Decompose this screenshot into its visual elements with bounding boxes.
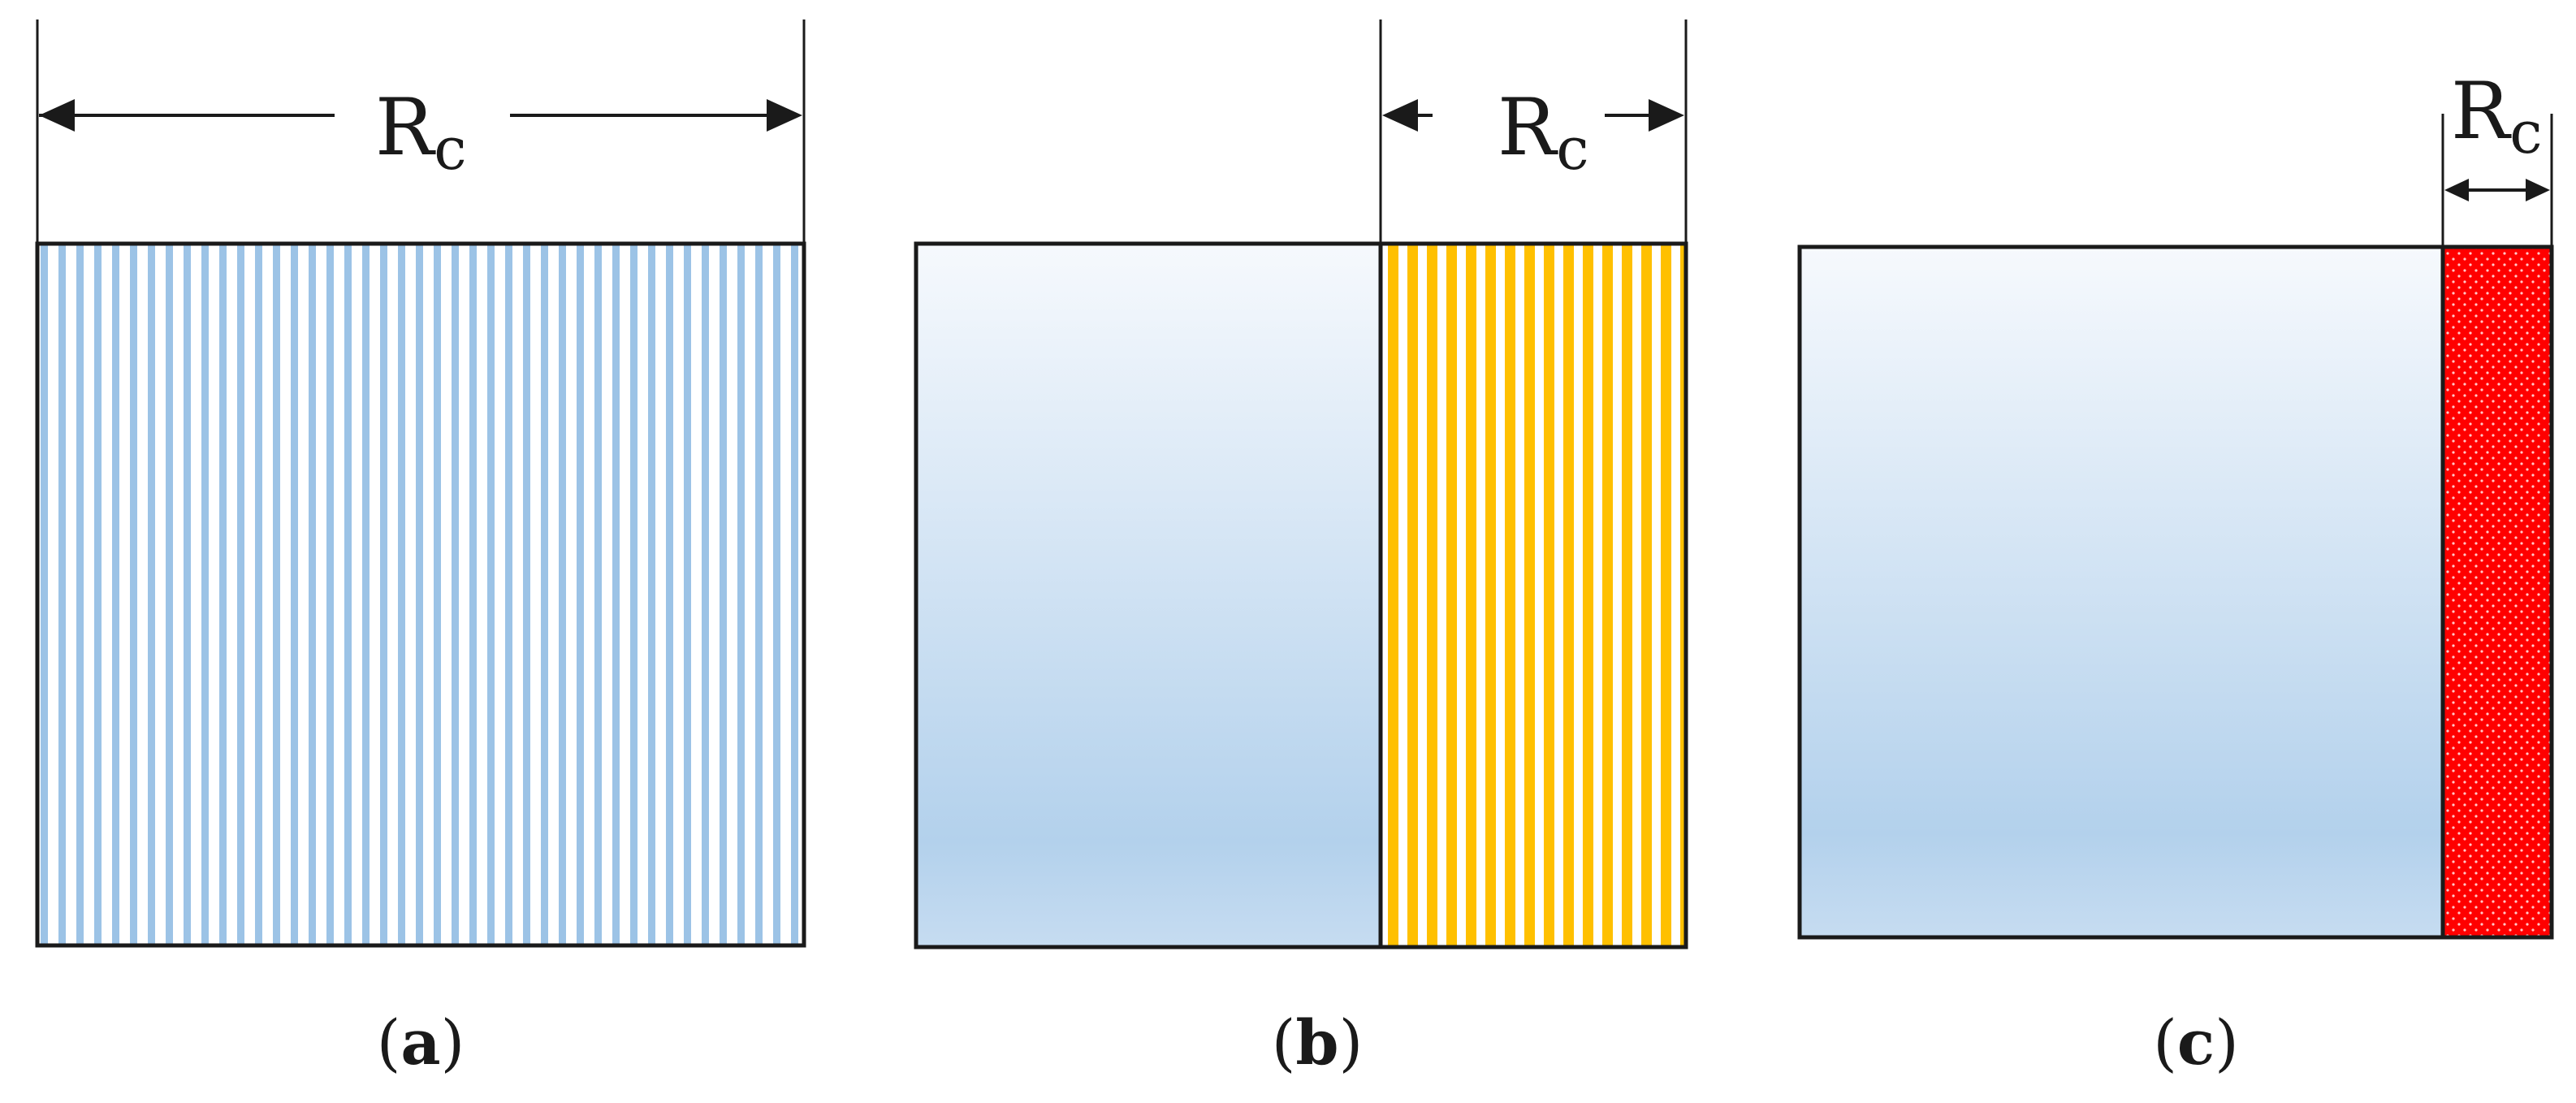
dotted-region <box>2443 247 2552 937</box>
arrowhead-left <box>2444 179 2469 201</box>
striped-region <box>37 244 804 945</box>
panel-c: Rc (c) <box>1797 66 2554 1079</box>
panel-outline <box>35 241 806 948</box>
panel-a: Rc (a) <box>35 19 806 1079</box>
arrowhead-right <box>1649 99 1684 132</box>
arrowhead-left <box>1382 99 1418 132</box>
panel-outline <box>914 241 1688 949</box>
caption-a: (a) <box>377 1006 465 1079</box>
arrowhead-right <box>767 99 802 132</box>
rc-label: Rc <box>2451 66 2543 167</box>
striped-region <box>1381 244 1686 947</box>
rc-label: Rc <box>375 82 467 183</box>
panel-outline <box>1797 244 2554 940</box>
arrowhead-left <box>39 99 75 132</box>
caption-b: (b) <box>1272 1006 1363 1079</box>
caption-c: (c) <box>2153 1006 2239 1079</box>
arrowhead-right <box>2526 179 2550 201</box>
gradient-region <box>1800 247 2443 937</box>
gradient-region <box>916 244 1381 947</box>
panel-b: Rc (b) <box>914 19 1688 1079</box>
rc-label: Rc <box>1498 82 1589 183</box>
